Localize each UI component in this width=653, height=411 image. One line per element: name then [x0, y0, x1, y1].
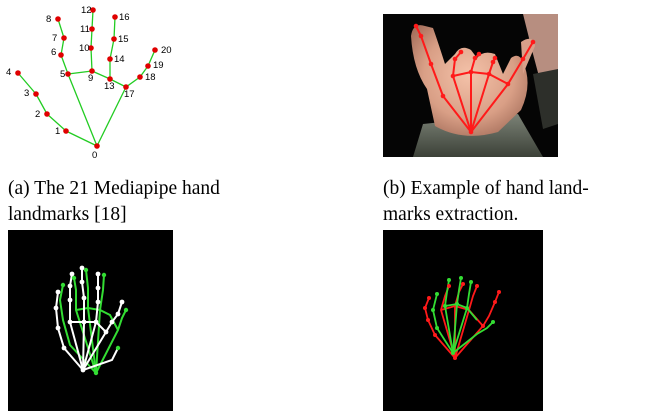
- connection-7-8: [57, 18, 65, 39]
- landmark-label-6: 6: [51, 47, 56, 58]
- connection-5-6: [60, 54, 69, 75]
- landmark-connections: [17, 9, 156, 147]
- landmark-label-7: 7: [52, 33, 57, 44]
- connection-9-10: [90, 47, 93, 72]
- landmark-label-3: 3: [24, 88, 29, 99]
- connection-15-16: [113, 16, 116, 40]
- landmark-label-13: 13: [104, 81, 115, 92]
- caption-a-line1: (a) The 21 Mediapipe hand: [8, 178, 220, 199]
- landmark-label-4: 4: [6, 67, 11, 78]
- connection-19-20: [147, 49, 156, 67]
- landmark-label-1: 1: [55, 126, 60, 137]
- connection-5-9: [67, 70, 93, 75]
- landmark-label-14: 14: [114, 54, 125, 65]
- landmark-point-6: [58, 52, 64, 58]
- caption-a: (a) The 21 Mediapipe hand landmarks [18]: [8, 176, 220, 228]
- landmark-point-8: [55, 16, 61, 22]
- connection-1-2: [46, 113, 67, 132]
- landmark-label-9: 9: [88, 73, 93, 84]
- landmark-point-17: [123, 84, 129, 90]
- caption-b: (b) Example of hand land- marks extracti…: [383, 176, 589, 228]
- landmark-label-11: 11: [80, 24, 90, 35]
- landmark-point-11: [89, 26, 95, 32]
- skeleton-image-red-green: [383, 230, 543, 411]
- landmark-point-7: [61, 35, 67, 41]
- connection-14-15: [109, 38, 115, 60]
- hand-photo-example: [383, 14, 558, 157]
- landmark-label-5: 5: [60, 69, 65, 80]
- connection-0-17: [96, 86, 127, 147]
- landmark-point-12: [90, 7, 96, 13]
- connection-10-11: [90, 28, 93, 49]
- connection-13-17: [109, 78, 127, 88]
- connection-9-13: [91, 70, 111, 80]
- landmark-label-17: 17: [124, 89, 135, 100]
- landmark-point-5: [65, 71, 71, 77]
- hand-photo-image: [383, 14, 558, 157]
- landmark-label-12: 12: [81, 5, 92, 16]
- skeleton-image-white-green: [8, 230, 173, 411]
- connection-11-12: [91, 9, 94, 30]
- landmark-point-14: [107, 56, 113, 62]
- landmark-point-4: [15, 70, 21, 76]
- caption-a-line2: landmarks [18]: [8, 204, 127, 225]
- caption-b-line1: (b) Example of hand land-: [383, 178, 589, 199]
- landmark-label-18: 18: [145, 72, 156, 83]
- landmark-point-0: [94, 143, 100, 149]
- connection-17-18: [125, 76, 141, 88]
- landmark-label-10: 10: [79, 43, 90, 54]
- landmark-point-16: [112, 14, 118, 20]
- landmark-point-1: [63, 128, 69, 134]
- landmark-label-8: 8: [46, 14, 51, 25]
- landmark-point-2: [44, 111, 50, 117]
- landmark-point-18: [137, 74, 143, 80]
- connection-6-7: [60, 37, 65, 56]
- landmark-point-9: [89, 68, 95, 74]
- landmark-point-15: [111, 36, 117, 42]
- landmark-point-19: [145, 63, 151, 69]
- landmark-label-15: 15: [118, 34, 129, 45]
- landmark-point-13: [107, 76, 113, 82]
- landmark-label-2: 2: [35, 109, 40, 120]
- landmark-label-20: 20: [161, 45, 172, 56]
- caption-b-line2: marks extraction.: [383, 204, 519, 225]
- connection-0-1: [65, 130, 98, 147]
- connection-2-3: [35, 93, 48, 115]
- landmark-point-3: [33, 91, 39, 97]
- connection-0-5: [67, 73, 98, 147]
- landmark-points: [15, 7, 158, 149]
- landmark-label-19: 19: [153, 60, 164, 71]
- landmark-point-10: [88, 45, 94, 51]
- connection-3-4: [17, 72, 37, 95]
- landmark-point-20: [152, 47, 158, 53]
- landmark-label-0: 0: [92, 150, 97, 160]
- landmark-label-16: 16: [119, 12, 130, 23]
